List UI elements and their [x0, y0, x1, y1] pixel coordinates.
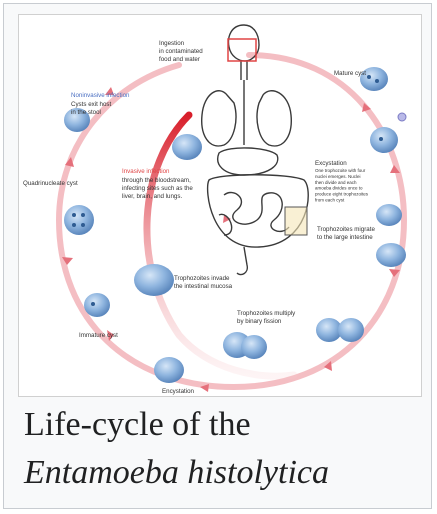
- trophozoite-icon: [376, 204, 402, 226]
- encystation-cell-icon: [154, 357, 184, 383]
- label-excystation-title: Excystation: [315, 160, 347, 167]
- caption-line-1: Life-cycle of the: [24, 406, 251, 443]
- label-line: infecting sites such as the: [122, 185, 193, 192]
- label-multiply: Trophozoites multiplyby binary fission: [237, 310, 296, 325]
- label-line: Mature cyst: [334, 70, 366, 77]
- label-line: Cysts exit host: [71, 101, 112, 108]
- label-line: the intestinal mucosa: [174, 283, 233, 290]
- label-line: Quadrinucleate cyst: [23, 180, 78, 187]
- small-cyst-icon: [398, 113, 406, 121]
- label-line: nuclei emerges. Nuclei: [315, 174, 361, 179]
- label-invasive-body: through the bloodstream,infecting sites …: [122, 177, 193, 200]
- label-line: Encystation: [162, 388, 195, 395]
- label-line: Noninvasive infection: [71, 92, 130, 99]
- label-mature-cyst: Mature cyst: [334, 70, 366, 77]
- label-line: through the bloodstream,: [122, 177, 191, 184]
- immature-cyst-icon: [84, 293, 110, 317]
- invading-trophozoite-icon: [134, 264, 174, 296]
- dividing-cell-icon: [241, 335, 267, 359]
- label-line: Excystation: [315, 160, 347, 167]
- label-ingestion: Ingestionin contaminatedfood and water: [159, 40, 203, 63]
- label-encystation: Encystation: [162, 388, 195, 395]
- quadrinucleate-cyst-icon: [64, 205, 94, 235]
- label-line: Trophozoites migrate: [317, 226, 375, 233]
- label-line: Invasive infection: [122, 168, 170, 175]
- label-noninvasive-title: Noninvasive infection: [71, 92, 130, 99]
- label-invasive-title: Invasive infection: [122, 168, 170, 175]
- label-line: in the stool: [71, 109, 101, 116]
- label-line: from each cyst: [315, 198, 345, 203]
- excystation-cell-icon: [370, 127, 398, 153]
- trophozoite-icon: [376, 243, 406, 267]
- label-line: Immature cyst: [79, 332, 118, 339]
- label-line: amoeba divides once to: [315, 186, 363, 191]
- label-line: produce eight trophozoites: [315, 192, 369, 197]
- dividing-cell-icon: [338, 318, 364, 342]
- intestine-highlight-box: [285, 207, 307, 235]
- label-line: to the large intestine: [317, 234, 373, 241]
- figure-caption: Life-cycle of the Entamoeba histolytica: [24, 401, 424, 497]
- label-line: One trophozoite with four: [315, 168, 366, 173]
- thumbnail-frame: Ingestionin contaminatedfood and water M…: [3, 3, 432, 509]
- label-line: then divide and each: [315, 180, 357, 185]
- caption-species-name: Entamoeba histolytica: [24, 449, 424, 497]
- label-excystation-body: One trophozoite with fournuclei emerges.…: [315, 168, 369, 203]
- invasive-trophozoite-icon: [172, 134, 202, 160]
- label-line: by binary fission: [237, 318, 282, 325]
- label-quadrinucleate: Quadrinucleate cyst: [23, 180, 78, 187]
- label-line: Trophozoites multiply: [237, 310, 296, 317]
- label-line: Trophozoites invade: [174, 275, 230, 282]
- label-line: Ingestion: [159, 40, 185, 47]
- label-immature: Immature cyst: [79, 332, 118, 339]
- label-line: food and water: [159, 56, 200, 63]
- label-line: in contaminated: [159, 48, 203, 55]
- diagram-svg: Ingestionin contaminatedfood and water M…: [19, 15, 421, 396]
- label-migrate: Trophozoites migrateto the large intesti…: [317, 226, 375, 241]
- life-cycle-diagram[interactable]: Ingestionin contaminatedfood and water M…: [18, 14, 422, 397]
- label-invade: Trophozoites invadethe intestinal mucosa: [174, 275, 233, 290]
- label-line: liver, brain, and lungs.: [122, 193, 182, 200]
